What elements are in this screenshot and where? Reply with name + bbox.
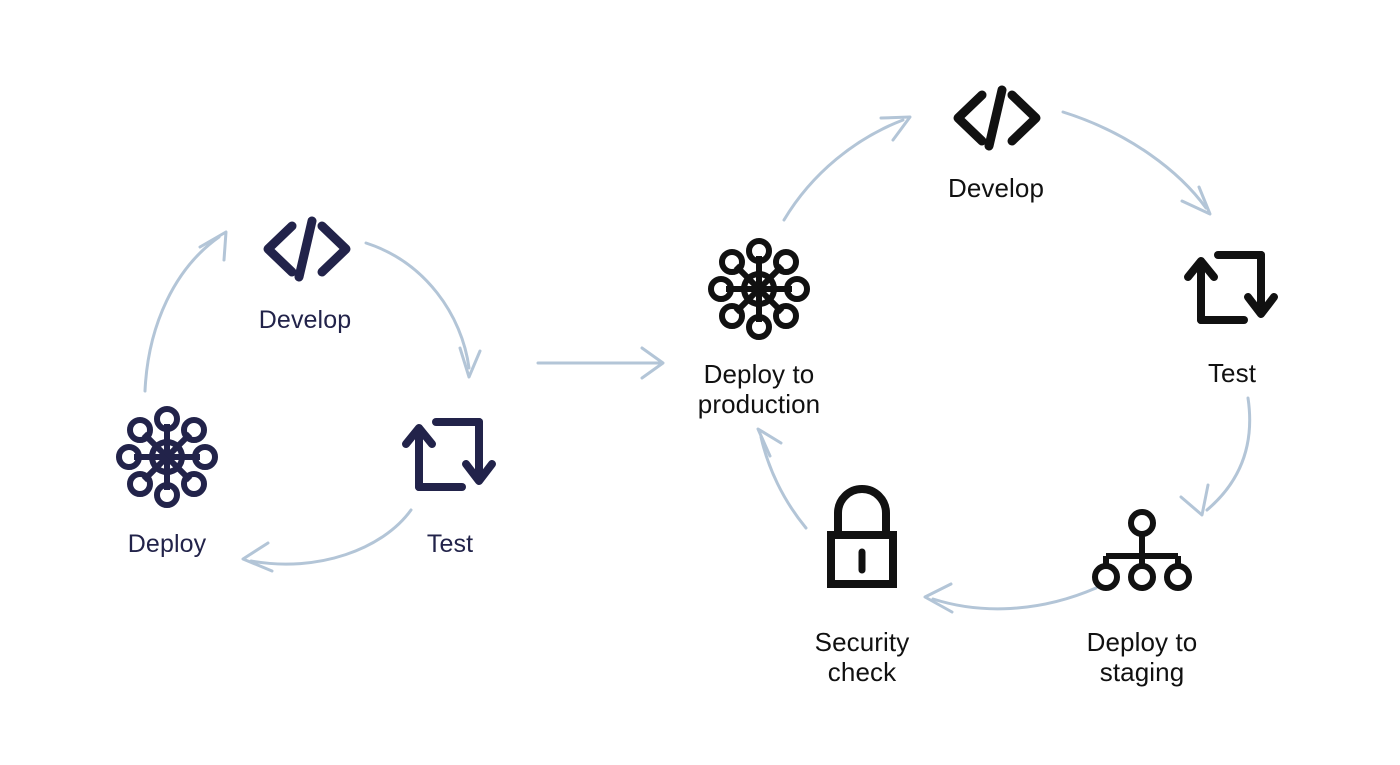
icon-left-test-loop-refresh-icon — [402, 418, 496, 491]
icon-right-staging-hierarchy-tree-icon — [1092, 509, 1192, 591]
right-cycle-arrows — [756, 110, 1252, 614]
icon-right-test-loop-refresh-icon — [1184, 251, 1278, 324]
evolution-arrow — [536, 346, 665, 380]
icon-right-develop-code-brackets-icon — [953, 85, 1041, 151]
icon-left-deploy-hub-network-icon — [116, 406, 218, 508]
arrow-right-staging-to-security — [923, 582, 1098, 614]
icon-left-develop-code-brackets-icon — [263, 216, 351, 282]
icon-right-security-padlock-icon — [827, 485, 897, 588]
arrow-right-production-to-develop — [782, 115, 912, 222]
icon-right-production-hub-network-icon — [708, 238, 810, 340]
arrow-left-develop-to-test — [364, 241, 482, 379]
arrow-left-deploy-to-develop — [143, 230, 228, 393]
arrow-right-test-to-staging — [1179, 396, 1252, 517]
arrow-right-develop-to-test — [1061, 110, 1212, 216]
arrow-right-security-to-production — [756, 427, 808, 530]
left-cycle-arrows — [143, 230, 482, 573]
arrow-left-test-to-deploy — [241, 508, 413, 573]
